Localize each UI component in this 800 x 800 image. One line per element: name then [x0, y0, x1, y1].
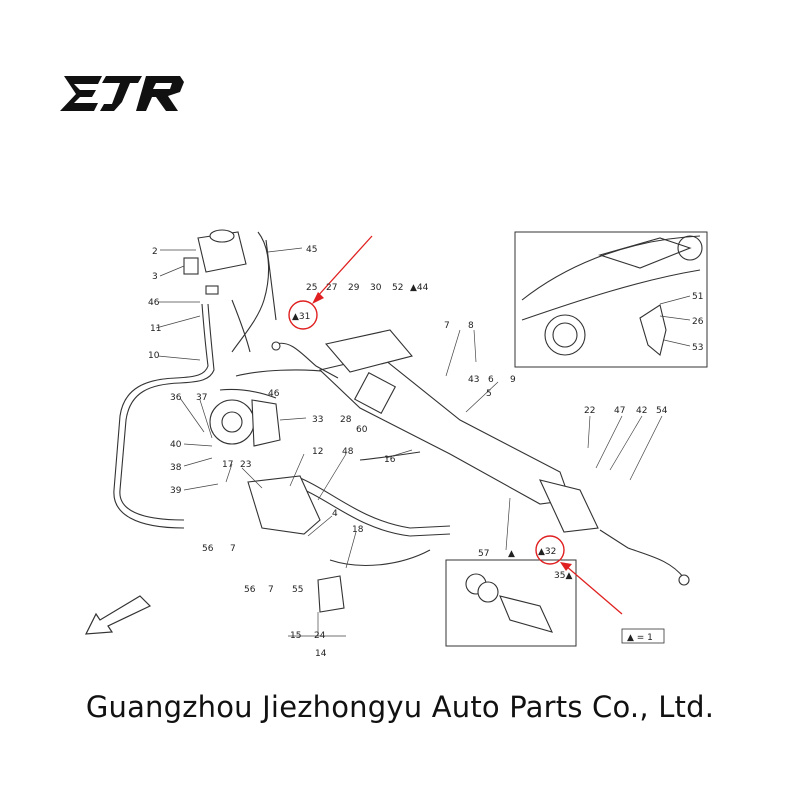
callout: ▲44 — [410, 283, 429, 293]
callout: 18 — [352, 525, 364, 535]
callout: 55 — [292, 585, 303, 595]
fluid-reservoir — [183, 229, 247, 295]
callout: 5 — [486, 389, 492, 399]
callout: 14 — [315, 649, 327, 659]
pump-bracket — [247, 475, 321, 535]
callout: 3 — [152, 272, 158, 282]
callout: 10 — [148, 351, 160, 361]
vehicle-sketch — [521, 235, 703, 356]
callout: 4 — [332, 509, 338, 519]
callout: 37 — [196, 393, 207, 403]
red-arrow-bottom — [560, 562, 623, 615]
callout: 23 — [240, 460, 251, 470]
callout: 8 — [468, 321, 474, 331]
callout: 17 — [222, 460, 233, 470]
mount-bracket — [317, 575, 345, 613]
callout: 2 — [152, 247, 158, 257]
callout: 52 — [392, 283, 403, 293]
callout: 11 — [150, 324, 161, 334]
callout: 47 — [614, 406, 625, 416]
legend-box — [621, 628, 665, 644]
callout: 46 — [148, 298, 160, 308]
callout: 9 — [510, 375, 516, 385]
callout: 43 — [468, 375, 479, 385]
red-arrow-top — [312, 235, 373, 304]
callout: 57 — [478, 549, 489, 559]
callout: 6 — [488, 375, 494, 385]
steering-rack — [318, 329, 599, 533]
company-name: Guangzhou Jiezhongyu Auto Parts Co., Ltd… — [85, 690, 715, 724]
callout-labels: 2 3 45 46 11 10 25 27 29 30 52 ▲44 ▲31 3… — [148, 245, 704, 659]
callout: 45 — [306, 245, 317, 255]
callout: 33 — [312, 415, 323, 425]
callout: ▲ — [508, 549, 515, 559]
callout: 51 — [692, 292, 703, 302]
callout: 54 — [656, 406, 668, 416]
callout: 39 — [170, 486, 182, 496]
callout: ▲31 — [292, 312, 310, 322]
callout: 53 — [692, 343, 703, 353]
tie-rod-left — [275, 342, 339, 379]
callout: 42 — [636, 406, 647, 416]
callout: 7 — [268, 585, 274, 595]
callout: 25 — [306, 283, 317, 293]
callout: 56 — [202, 544, 214, 554]
callout: 56 — [244, 585, 256, 595]
callout: 12 — [312, 447, 323, 457]
callout: 7 — [444, 321, 450, 331]
callout: 48 — [342, 447, 354, 457]
rack-boot — [465, 573, 554, 633]
callout: 40 — [170, 440, 182, 450]
callout: 16 — [384, 455, 396, 465]
direction-arrow — [84, 595, 152, 635]
highlight-circle-32 — [535, 535, 565, 565]
callout: 36 — [170, 393, 182, 403]
tie-rod-right — [599, 529, 685, 579]
callout: 24 — [314, 631, 326, 641]
callout: 29 — [348, 283, 360, 293]
callout: 28 — [340, 415, 352, 425]
callout: 38 — [170, 463, 182, 473]
callout: 35▲ — [554, 571, 572, 581]
power-steering-pump — [209, 399, 281, 447]
callout: 15 — [290, 631, 301, 641]
callout: 26 — [692, 317, 704, 327]
callout: 60 — [356, 425, 368, 435]
highlight-circle-31 — [288, 300, 318, 330]
company-logo — [60, 76, 184, 111]
callout: 22 — [584, 406, 595, 416]
callout: 27 — [326, 283, 337, 293]
leader-lines — [155, 247, 691, 569]
callout: 7 — [230, 544, 236, 554]
callout: 46 — [268, 389, 280, 399]
callout: ▲32 — [538, 547, 556, 557]
body-panel-sketch — [231, 231, 277, 353]
legend-text: ▲ = 1 — [627, 633, 653, 643]
callout: 30 — [370, 283, 382, 293]
